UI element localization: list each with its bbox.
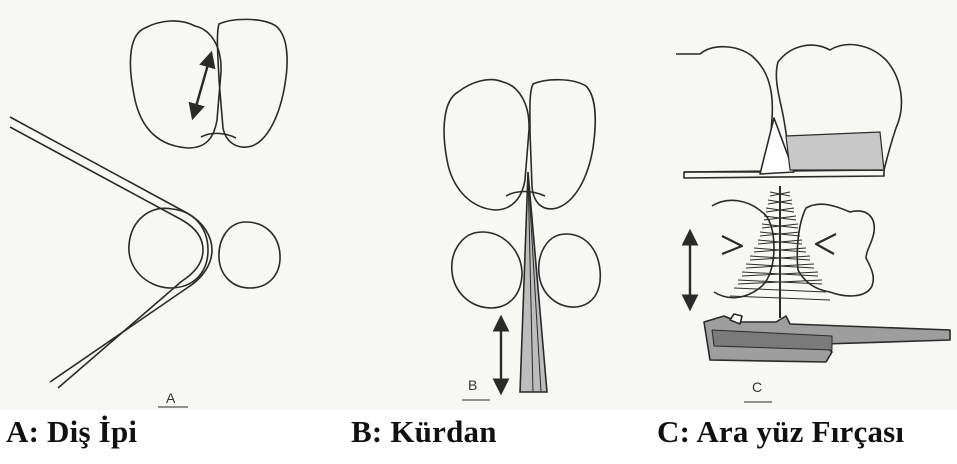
lower-tooth-right bbox=[219, 222, 280, 288]
upper-right-incisor bbox=[530, 80, 595, 209]
panel-c-letter: C bbox=[752, 379, 762, 395]
gum-contact bbox=[201, 133, 236, 138]
upper-left-incisor bbox=[130, 21, 221, 148]
caption-interdental-brush: C: Ara yüz Fırçası bbox=[657, 414, 904, 450]
upper-left-incisor bbox=[444, 80, 529, 210]
sketch-area: A B bbox=[0, 0, 957, 410]
section-tooth-right bbox=[797, 204, 874, 296]
panel-a-floss-sketch bbox=[10, 19, 287, 407]
gum-contact bbox=[506, 192, 545, 197]
toothpick bbox=[520, 172, 547, 392]
panel-b-toothpick-sketch bbox=[444, 80, 600, 308]
arrow-right-inward bbox=[816, 234, 836, 254]
interdental-brush-handle bbox=[704, 314, 950, 362]
floss-line-inner bbox=[10, 127, 203, 388]
molar-left bbox=[676, 47, 772, 172]
gum-shade bbox=[786, 132, 884, 170]
panel-a-letter: A bbox=[166, 390, 176, 406]
lower-tooth-left bbox=[452, 232, 522, 308]
panel-b-letter: B bbox=[468, 377, 477, 393]
upper-right-incisor bbox=[217, 19, 287, 147]
interdental-brush-head bbox=[730, 186, 830, 318]
arrow-left-inward bbox=[722, 236, 742, 254]
caption-dental-floss: A: Diş İpi bbox=[6, 414, 137, 450]
caption-toothpick: B: Kürdan bbox=[351, 414, 497, 450]
lower-tooth-left bbox=[129, 208, 208, 288]
sketch-svg: A B bbox=[0, 0, 957, 410]
floss-motion-arrow bbox=[193, 54, 211, 117]
lower-tooth-right bbox=[539, 234, 601, 307]
